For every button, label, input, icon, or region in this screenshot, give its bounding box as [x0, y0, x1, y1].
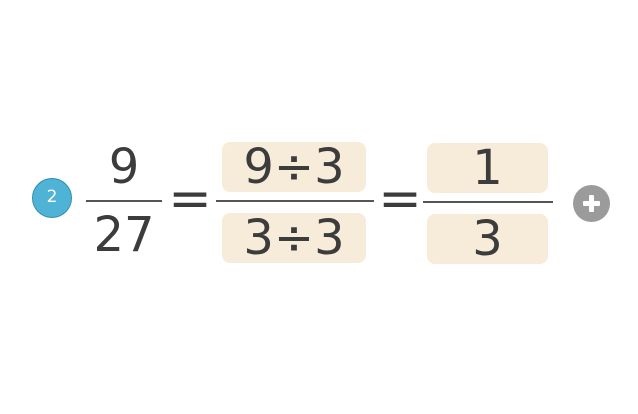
plus-circle-icon[interactable]	[573, 185, 610, 222]
given-fraction-bar	[86, 200, 162, 202]
result-denominator-input[interactable]: 3	[427, 214, 548, 264]
step-fraction-bar	[216, 200, 374, 202]
problem-number-badge: 2	[32, 178, 72, 218]
step-numerator-input[interactable]: 9÷3	[222, 142, 366, 192]
equals-sign-2: =	[378, 169, 422, 229]
result-fraction-bar	[423, 201, 553, 203]
given-denominator: 27	[93, 207, 155, 263]
result-numerator-input[interactable]: 1	[427, 143, 548, 193]
given-numerator: 9	[108, 139, 140, 195]
step-denominator-input[interactable]: 3÷3	[222, 213, 366, 263]
equals-sign-1: =	[168, 169, 212, 229]
